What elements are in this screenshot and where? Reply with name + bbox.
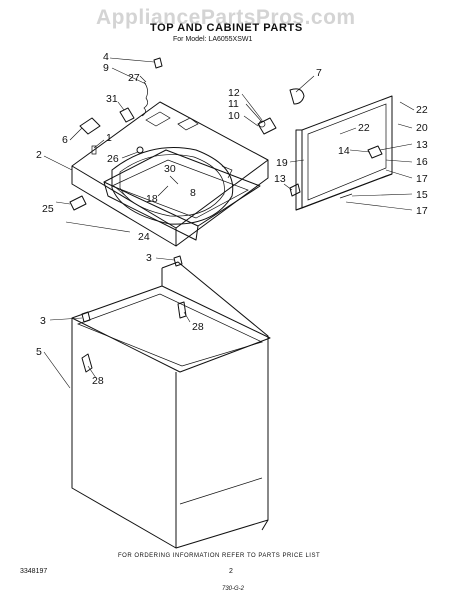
callout-30: 30 (164, 163, 176, 175)
callout-31: 31 (106, 93, 118, 105)
callout-2: 2 (36, 149, 42, 161)
cabinet-screw-top (173, 255, 183, 267)
callout-13-left: 13 (274, 173, 286, 185)
console-screw-lower (289, 183, 301, 197)
callout-11: 11 (228, 98, 239, 110)
callout-28-rear: 28 (192, 321, 204, 333)
console-end-cap (289, 88, 305, 105)
document-number: 3348197 (20, 568, 48, 575)
callout-25: 25 (42, 203, 54, 215)
console-bumper (339, 193, 353, 199)
callout-27: 27 (128, 72, 140, 84)
callout-19: 19 (276, 157, 288, 169)
callout-3-upper: 3 (146, 252, 152, 264)
lid-latch (119, 107, 135, 123)
callout-labels: 4 9 27 31 6 1 2 26 30 8 18 25 24 12 11 1… (36, 51, 428, 387)
callout-22-right: 22 (416, 104, 428, 116)
washer-cabinet (71, 261, 271, 549)
callout-13-right: 13 (416, 139, 428, 151)
callout-7: 7 (316, 67, 322, 79)
console-clip (367, 145, 383, 159)
callout-15: 15 (416, 189, 428, 201)
cabinet-clip-rear (177, 301, 187, 319)
cabinet-clip-front (81, 353, 93, 373)
washer-lid (103, 149, 261, 241)
callout-10: 10 (228, 110, 240, 122)
switch-knob (258, 120, 266, 128)
callout-26: 26 (107, 153, 119, 165)
page-title: TOP AND CABINET PARTS (150, 22, 303, 34)
model-line: For Model: LA6055XSW1 (173, 36, 252, 43)
callout-18: 18 (146, 193, 158, 205)
hinge-bracket (79, 117, 101, 135)
callout-8: 8 (190, 187, 196, 199)
front-screw (91, 145, 97, 155)
callout-17-upper: 17 (416, 173, 428, 185)
hinge-screw (153, 57, 163, 69)
callout-22-panel: 22 (358, 122, 370, 134)
cabinet-screw-front (81, 311, 91, 323)
callout-16: 16 (416, 156, 428, 168)
lid-spring (141, 81, 148, 117)
callout-6: 6 (62, 134, 68, 146)
model-number: LA6055XSW1 (208, 36, 253, 43)
callout-1: 1 (106, 132, 112, 144)
switch-assembly (257, 117, 277, 135)
model-prefix: For Model: (173, 36, 207, 43)
watermark: AppliancePartsPros.com (96, 6, 356, 29)
callout-28-front: 28 (92, 375, 104, 387)
callout-5: 5 (36, 346, 42, 358)
callout-leader-lines (43, 57, 415, 389)
console-back-panel (295, 95, 393, 211)
callout-17-lower: 17 (416, 205, 428, 217)
top-clip (136, 146, 144, 154)
ordering-note: FOR ORDERING INFORMATION REFER TO PARTS … (118, 553, 321, 559)
callout-3-lower: 3 (40, 315, 46, 327)
callout-14: 14 (338, 145, 350, 157)
print-code: 730-G-2 (222, 586, 245, 592)
callout-20: 20 (416, 122, 428, 134)
callout-24: 24 (138, 231, 150, 243)
washer-top-panel (71, 101, 269, 247)
callout-4: 4 (103, 51, 109, 63)
page-number: 2 (229, 568, 233, 575)
callout-9: 9 (103, 62, 109, 74)
hinge-pin (69, 195, 87, 211)
callout-12: 12 (228, 87, 240, 99)
